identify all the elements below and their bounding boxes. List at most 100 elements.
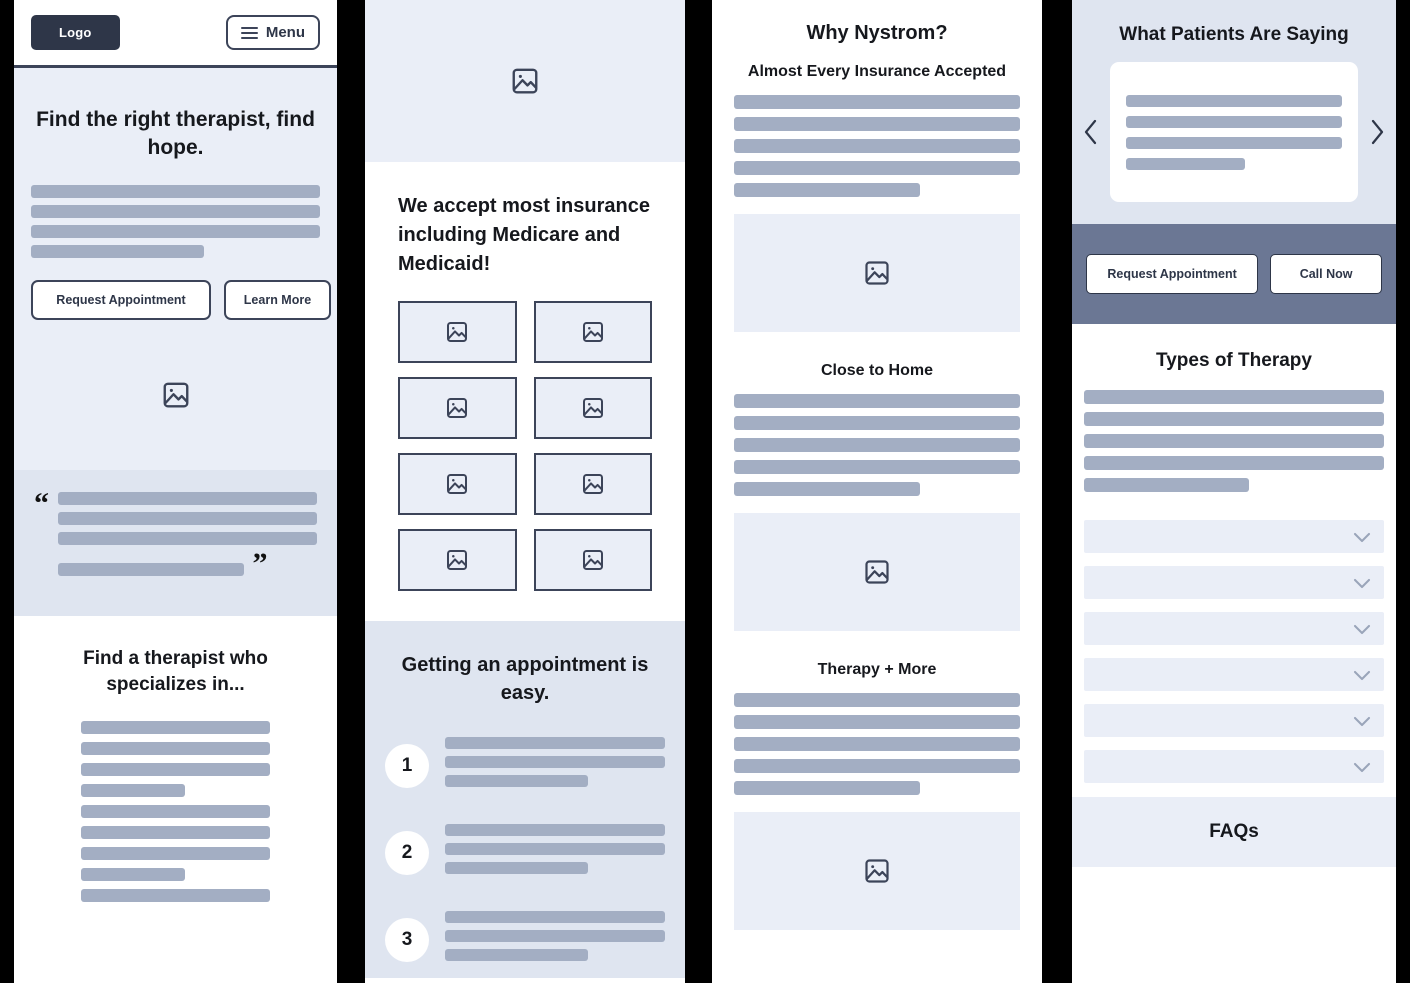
specialties-section: Find a therapist who specializes in... [14, 615, 337, 902]
text-bar [445, 824, 665, 836]
chevron-down-icon [1353, 762, 1371, 772]
text-bar [445, 756, 665, 768]
image-placeholder-icon [582, 550, 603, 570]
accordion-row[interactable] [1084, 750, 1384, 783]
learn-more-button[interactable]: Learn More [224, 279, 331, 320]
request-appointment-button[interactable]: Request Appointment [31, 279, 211, 320]
insurance-logo-cell [398, 529, 517, 591]
steps-heading: Getting an appointment is easy. [401, 654, 649, 704]
image-placeholder-icon [582, 398, 603, 418]
accordion-list [1084, 520, 1384, 783]
insurance-logo-cell [533, 453, 652, 515]
section-heading-insurance: Almost Every Insurance Accepted [747, 63, 1007, 80]
mockup-panel-insurance: We accept most insurance including Medic… [365, 0, 685, 983]
image-placeholder-icon [865, 859, 889, 883]
text-bar [58, 531, 317, 545]
testimonial-quote-block: “ ” [14, 469, 337, 616]
list-item [81, 762, 270, 776]
text-bar [58, 491, 317, 505]
chevron-down-icon [1353, 716, 1371, 726]
text-bar [734, 759, 1020, 773]
text-bar [31, 244, 205, 258]
step-item: 2 [385, 824, 665, 881]
text-bar [734, 460, 1020, 474]
text-bar [734, 117, 1020, 131]
step-number: 1 [385, 743, 429, 788]
text-bar [1084, 390, 1384, 404]
request-appointment-button[interactable]: Request Appointment [1086, 254, 1259, 294]
logo[interactable]: Logo [31, 15, 120, 50]
text-bar [734, 737, 1020, 751]
text-bar [445, 843, 665, 855]
hero-heading: Find the right therapist, find hope. [36, 108, 315, 160]
site-header: Logo Menu [14, 0, 337, 68]
accordion-row[interactable] [1084, 520, 1384, 553]
text-bar [445, 862, 588, 874]
call-now-button[interactable]: Call Now [1270, 254, 1382, 294]
text-bar [734, 438, 1020, 452]
image-placeholder-icon [865, 261, 889, 285]
insurance-logo-cell [398, 377, 517, 439]
text-bar [734, 139, 1020, 153]
section-body-skeleton [734, 394, 1020, 496]
text-bar [1126, 157, 1245, 170]
appointment-steps-section: Getting an appointment is easy. 1 2 [365, 621, 685, 978]
section-image-placeholder [734, 214, 1020, 332]
list-item [81, 846, 270, 860]
chevron-left-icon [1084, 119, 1097, 145]
carousel-prev-button[interactable] [1078, 117, 1104, 147]
text-bar [1084, 434, 1384, 448]
menu-button-label: Menu [265, 24, 305, 41]
chevron-right-icon [1371, 119, 1384, 145]
text-bar [734, 482, 920, 496]
insurance-logo-grid [398, 301, 652, 591]
text-bar [734, 183, 920, 197]
text-bar [734, 781, 920, 795]
insurance-hero-image [365, 0, 685, 162]
text-bar [734, 394, 1020, 408]
image-placeholder-icon [447, 474, 468, 494]
text-bar [445, 911, 665, 923]
insurance-logo-cell [398, 453, 517, 515]
accordion-row[interactable] [1084, 566, 1384, 599]
quote-open-mark: “ [34, 486, 49, 520]
image-placeholder-icon [447, 550, 468, 570]
text-bar [1126, 94, 1342, 107]
text-bar [58, 562, 245, 576]
accordion-row[interactable] [1084, 658, 1384, 691]
section-image-placeholder [734, 812, 1020, 930]
chevron-down-icon [1353, 578, 1371, 588]
hero-image-placeholder [31, 320, 320, 470]
chevron-down-icon [1353, 670, 1371, 680]
accordion-row[interactable] [1084, 704, 1384, 737]
text-bar [734, 95, 1020, 109]
image-placeholder-icon [512, 68, 538, 94]
text-bar [734, 693, 1020, 707]
chevron-down-icon [1353, 624, 1371, 634]
step-number: 2 [385, 830, 429, 875]
insurance-logo-cell [533, 301, 652, 363]
step-text-skeleton [445, 824, 665, 881]
text-bar [445, 737, 665, 749]
mockup-panel-home-hero: Logo Menu Find the right therapist, find… [14, 0, 337, 983]
menu-button[interactable]: Menu [225, 15, 320, 50]
insurance-logo-cell [533, 529, 652, 591]
types-of-therapy-heading: Types of Therapy [1156, 350, 1312, 371]
list-item [81, 888, 270, 902]
image-placeholder-icon [447, 322, 468, 342]
faqs-heading: FAQs [1209, 821, 1259, 842]
why-nystrom-title: Why Nystrom? [806, 22, 948, 44]
accordion-row[interactable] [1084, 612, 1384, 645]
insurance-heading: We accept most insurance including Medic… [398, 195, 650, 275]
image-placeholder-icon [865, 560, 889, 584]
section-body-skeleton [734, 693, 1020, 795]
carousel-next-button[interactable] [1364, 117, 1390, 147]
text-bar [1126, 136, 1342, 149]
cta-band: Request Appointment Call Now [1072, 224, 1396, 324]
image-placeholder-icon [163, 382, 188, 408]
section-heading-therapy-more: Therapy + More [817, 661, 937, 678]
section-heading-close-to-home: Close to Home [820, 362, 933, 379]
step-text-skeleton [445, 911, 665, 968]
hero-body-skeleton [31, 184, 320, 258]
